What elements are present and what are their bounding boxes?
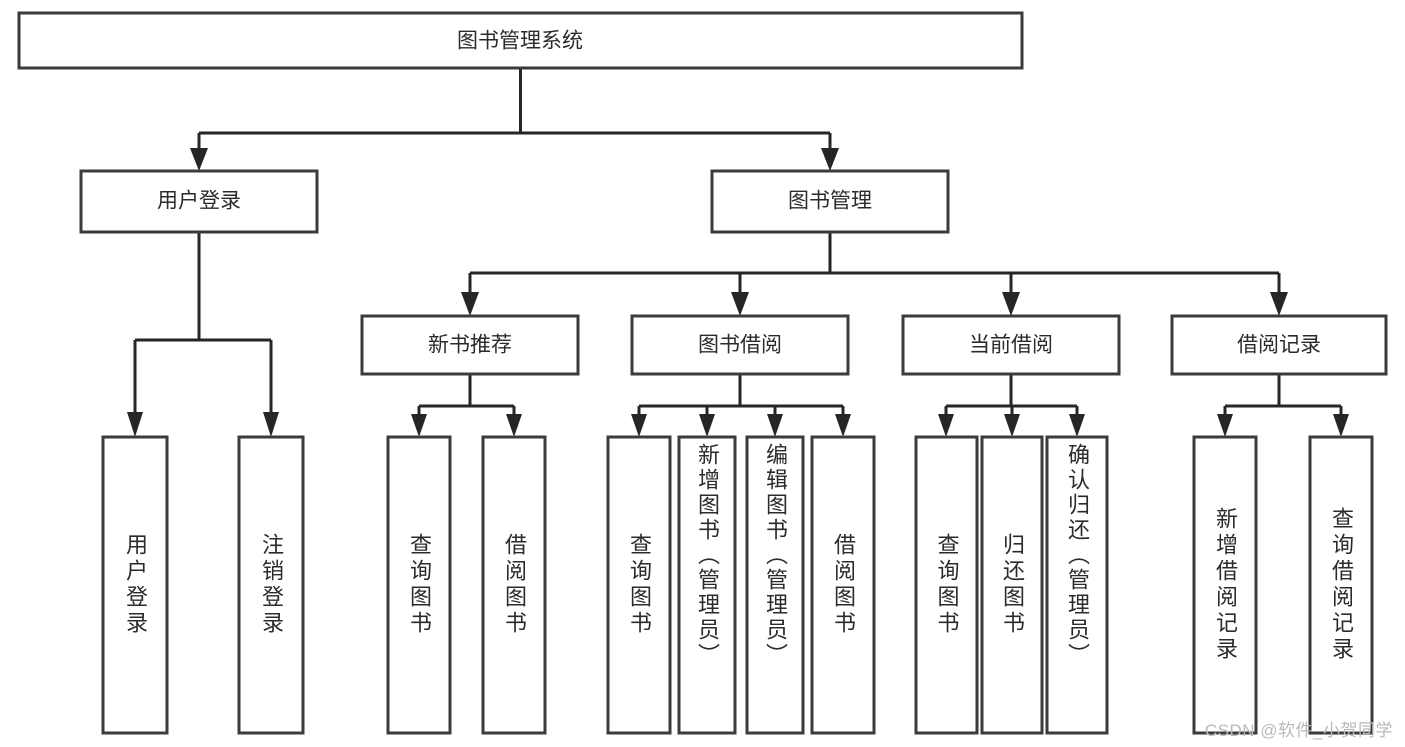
leaf-label-confirm-return-d3-wrap: 确认归还（管理员） [1047,443,1107,727]
node-new-book-recommend[interactable]: 新书推荐 [360,314,580,376]
leaf-label-borrow-book-b2-wrap: 借阅图书 [483,437,545,733]
arrow-leaf-d1 [938,414,954,437]
node-new-book-recommend-rect[interactable] [360,314,580,376]
arrow-leaf-c2 [699,414,715,437]
leaf-logout-rect[interactable] [237,435,305,735]
leaf-label-query-record-e2-wrap: 查询借阅记录 [1310,437,1372,733]
arrow-leaf-e1 [1217,414,1233,437]
node-borrow-records[interactable]: 借阅记录 [1170,314,1388,376]
arrow-leaf-c1 [631,414,647,437]
leaf-label-user-login: 用户登录 [123,533,148,637]
leaf-label-confirm-return-d3: 确认归还（管理员） [1065,443,1090,668]
leaf-label-logout-wrap: 注销登录 [239,437,303,733]
leaf-query-book-d1-rect[interactable] [914,435,979,735]
arrow-leaf-e2 [1333,414,1349,437]
leaf-node-confirm-return-d3[interactable] [1045,435,1109,735]
node-current-borrow[interactable]: 当前借阅 [901,314,1121,376]
node-new-book-recommend-label: 新书推荐 [428,334,512,357]
arrow-leaf-b2 [506,414,522,437]
node-root-rect[interactable] [17,11,1024,70]
arrow-to-book-manage [821,148,839,171]
leaf-node-add-book-c2[interactable] [677,435,737,735]
arrow-to-book-borrow [731,292,749,316]
leaf-label-add-book-c2: 新增图书（管理员） [695,443,720,668]
leaf-label-borrow-book-c4: 借阅图书 [831,533,856,637]
node-book-borrow-rect[interactable] [630,314,850,376]
leaf-label-user-login-wrap: 用户登录 [103,437,167,733]
leaf-query-record-e2-rect[interactable] [1308,435,1374,735]
node-root-label: 图书管理系统 [457,30,583,53]
leaf-label-edit-book-c3-wrap: 编辑图书（管理员） [747,443,803,727]
arrow-to-current-borrow [1002,292,1020,316]
leaf-label-add-record-e1: 新增借阅记录 [1213,507,1238,663]
leaf-label-query-book-c1: 查询图书 [627,533,652,637]
leaf-label-borrow-book-b2: 借阅图书 [502,533,527,637]
leaf-label-query-book-b1: 查询图书 [407,533,432,637]
arrow-to-borrow-records [1270,292,1288,316]
node-book-manage[interactable]: 图书管理 [710,169,950,234]
arrow-leaf-b1 [411,414,427,437]
node-borrow-records-rect[interactable] [1170,314,1388,376]
leaf-label-return-book-d2: 归还图书 [1000,533,1025,637]
leaf-label-add-book-c2-wrap: 新增图书（管理员） [679,443,735,727]
leaf-user-login-rect[interactable] [101,435,169,735]
arrow-leaf-d2 [1004,414,1020,437]
leaf-label-query-book-b1-wrap: 查询图书 [388,437,450,733]
leaf-label-query-record-e2: 查询借阅记录 [1329,507,1354,663]
node-layer: 图书管理系统 用户登录 图书管理 新书推荐 图书借阅 当前 [17,11,1388,735]
connector-layer [127,68,1349,437]
leaf-borrow-book-b2-rect[interactable] [481,435,547,735]
leaf-borrow-book-c4-rect[interactable] [810,435,876,735]
node-root[interactable]: 图书管理系统 [17,11,1024,70]
csdn-watermark: CSDN @软件_小贺同学 [1204,721,1393,740]
node-user-login-label: 用户登录 [157,190,241,213]
leaf-label-borrow-book-c4-wrap: 借阅图书 [812,437,874,733]
leaf-node-query-book-d1[interactable] [914,435,979,735]
node-book-borrow[interactable]: 图书借阅 [630,314,850,376]
arrow-leaf-a1 [127,412,143,437]
leaf-return-book-d2-rect[interactable] [980,435,1044,735]
leaf-node-return-book-d2[interactable] [980,435,1044,735]
leaf-add-record-e1-rect[interactable] [1192,435,1258,735]
arrow-leaf-d3 [1069,414,1085,437]
node-book-borrow-label: 图书借阅 [698,334,782,357]
leaf-node-borrow-book-b2[interactable] [481,435,547,735]
leaf-label-return-book-d2-wrap: 归还图书 [982,437,1042,733]
leaf-node-query-record-e2[interactable] [1308,435,1374,735]
leaf-node-add-record-e1[interactable] [1192,435,1258,735]
leaf-label-query-book-d1-wrap: 查询图书 [916,437,977,733]
leaf-node-logout[interactable] [237,435,305,735]
leaf-label-logout: 注销登录 [259,533,284,637]
leaf-query-book-b1-rect[interactable] [386,435,452,735]
leaf-edit-book-c3-rect[interactable] [745,435,805,735]
leaf-node-borrow-book-c4[interactable] [810,435,876,735]
leaf-add-book-c2-rect[interactable] [677,435,737,735]
leaf-node-query-book-b1[interactable] [386,435,452,735]
leaf-confirm-return-d3-rect[interactable] [1045,435,1109,735]
leaf-node-user-login[interactable] [101,435,169,735]
arrow-leaf-a2 [263,412,279,437]
node-book-manage-label: 图书管理 [788,190,872,213]
node-book-manage-rect[interactable] [710,169,950,234]
leaf-node-query-book-c1[interactable] [606,435,672,735]
arrow-to-user-login [190,148,208,171]
node-user-login[interactable]: 用户登录 [79,169,319,234]
leaf-label-query-book-d1: 查询图书 [934,533,960,637]
leaf-query-book-c1-rect[interactable] [606,435,672,735]
node-borrow-records-label: 借阅记录 [1237,334,1321,357]
leaf-node-edit-book-c3[interactable] [745,435,805,735]
arrow-leaf-c3 [767,414,783,437]
node-user-login-rect[interactable] [79,169,319,234]
arrow-leaf-c4 [835,414,851,437]
leaf-label-query-book-c1-wrap: 查询图书 [608,437,670,733]
leaf-label-add-record-e1-wrap: 新增借阅记录 [1194,437,1256,733]
leaf-label-edit-book-c3: 编辑图书（管理员） [763,443,788,668]
node-current-borrow-label: 当前借阅 [969,334,1053,357]
arrow-to-new-book [461,292,479,316]
node-current-borrow-rect[interactable] [901,314,1121,376]
